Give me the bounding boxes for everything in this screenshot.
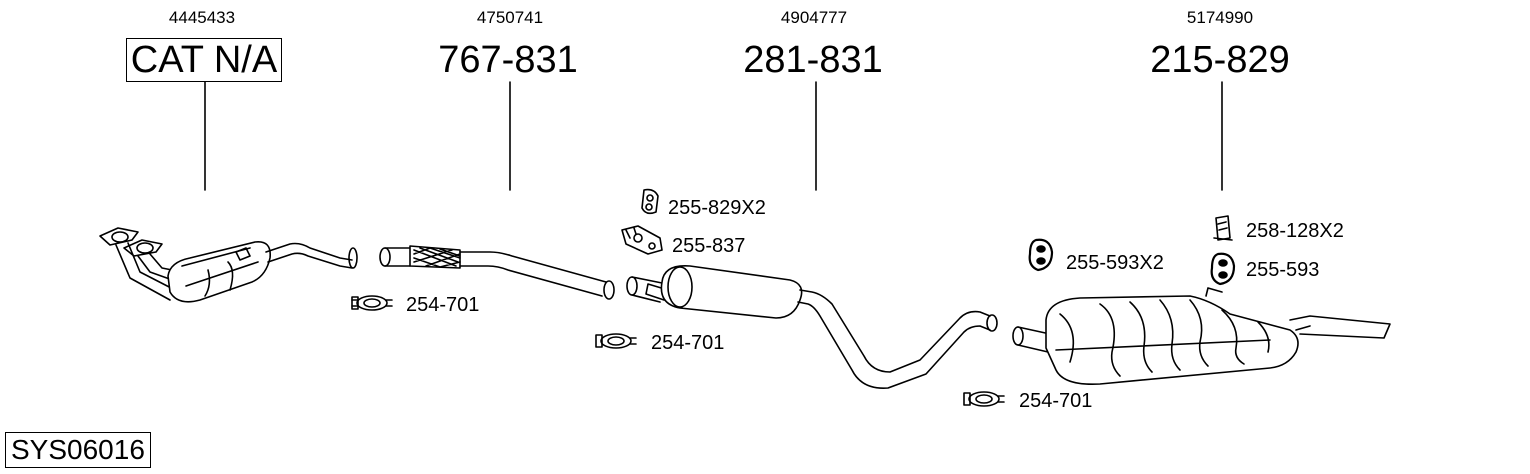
hanger-label: 255-829X2 — [668, 197, 766, 219]
rubber-ring-label: 255-593X2 — [1066, 252, 1164, 274]
part-number-label: CAT N/A — [94, 38, 314, 82]
rubber-ring-label: 255-593 — [1246, 259, 1320, 281]
rubber-hanger-icon — [641, 188, 659, 215]
clamp-label: 254-701 — [406, 294, 480, 316]
mounting-bracket-icon — [621, 225, 663, 255]
part-oem-number: 4445433 — [168, 8, 236, 27]
rear-silencer-drawing — [1012, 287, 1391, 386]
middle-silencer-drawing — [626, 265, 998, 389]
system-code: SYS06016 — [5, 432, 151, 468]
part-oem-number: 4904777 — [780, 8, 848, 27]
clamp-label: 254-701 — [1019, 390, 1093, 412]
part-oem-number: 4750741 — [476, 8, 544, 27]
hanger-bracket-label: 258-128X2 — [1246, 220, 1344, 242]
rubber-ring-icon — [1028, 238, 1054, 272]
hanger-bracket-icon — [1213, 215, 1233, 241]
catalytic-converter-drawing — [99, 227, 358, 303]
part-oem-number: 5174990 — [1186, 8, 1254, 27]
front-pipe-part-number: 767-831 — [438, 39, 578, 81]
front-pipe-drawing — [379, 245, 615, 300]
clamp-icon — [351, 295, 393, 311]
clamp-label: 254-701 — [651, 332, 725, 354]
middle-silencer-part-number: 281-831 — [743, 39, 883, 81]
clamp-icon — [595, 333, 637, 349]
rear-silencer-part-number: 215-829 — [1150, 39, 1290, 81]
rubber-ring-icon — [1210, 252, 1236, 286]
catalyst-part-number: CAT N/A — [125, 38, 283, 82]
clamp-icon — [963, 391, 1005, 407]
bracket-label: 255-837 — [672, 235, 746, 257]
